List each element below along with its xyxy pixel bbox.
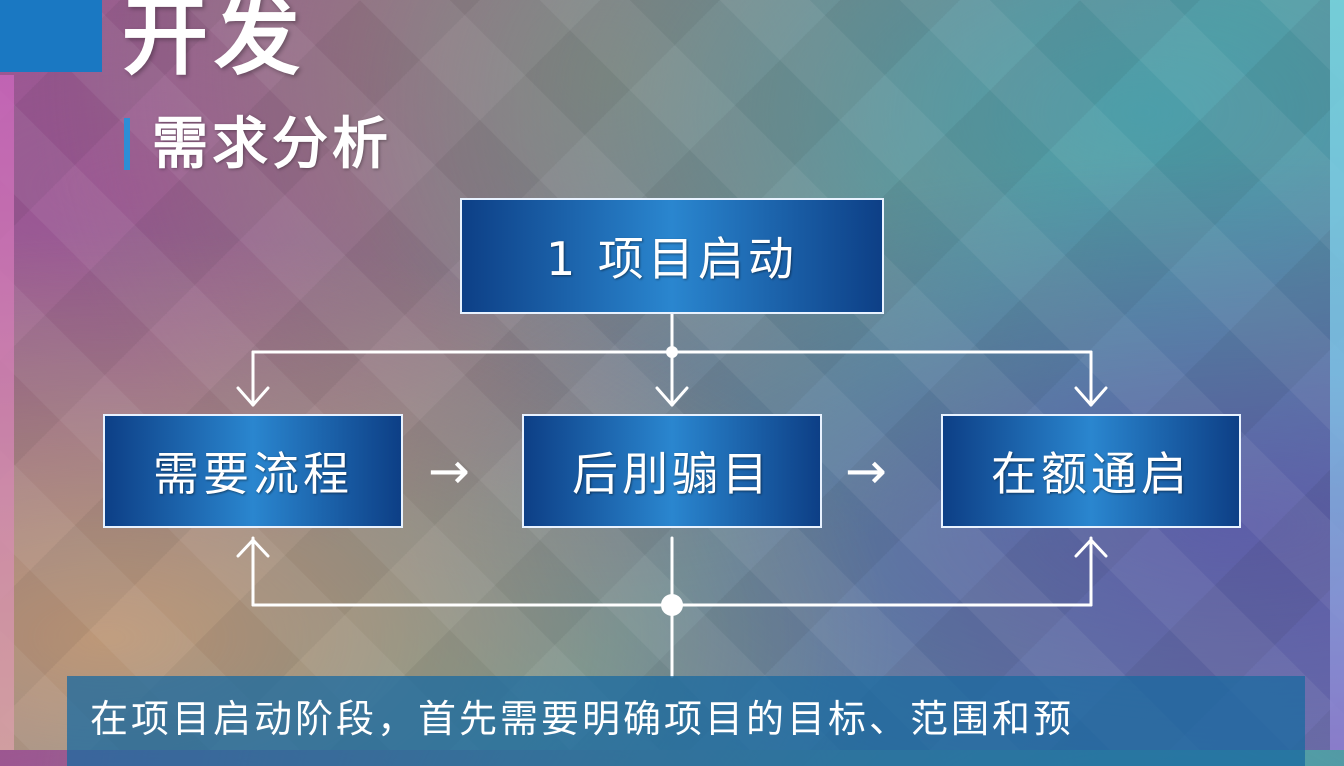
junction-dot-bottom bbox=[661, 594, 683, 616]
flow-node-start: 1 项目启动 bbox=[460, 198, 884, 314]
arrowhead-down-mid bbox=[655, 386, 689, 407]
caption-text: 在项目启动阶段，首先需要明确项目的目标、范围和预 bbox=[90, 697, 1075, 741]
left-accent-stripe bbox=[0, 75, 14, 750]
corner-accent-block bbox=[0, 0, 102, 72]
right-arrow-icon: → bbox=[845, 442, 887, 500]
arrowhead-up-right bbox=[1074, 538, 1108, 558]
arrowhead-down-right bbox=[1074, 386, 1108, 407]
flow-node-1: 需要流程 bbox=[103, 414, 403, 528]
flow-node-2: 后刖骟目 bbox=[522, 414, 822, 528]
right-arrow-icon: → bbox=[428, 442, 470, 500]
right-accent-stripe bbox=[1330, 0, 1344, 750]
subtitle-marker bbox=[124, 118, 130, 170]
slide-subtitle: 需求分析 bbox=[152, 112, 392, 177]
flow-node-3: 在额通启 bbox=[941, 414, 1241, 528]
junction-dot-top bbox=[666, 346, 678, 358]
slide-title: 开发 bbox=[122, 0, 306, 87]
arrowhead-down-left bbox=[236, 386, 270, 407]
arrowhead-up-left bbox=[236, 538, 270, 558]
connector-lines bbox=[0, 0, 1344, 750]
